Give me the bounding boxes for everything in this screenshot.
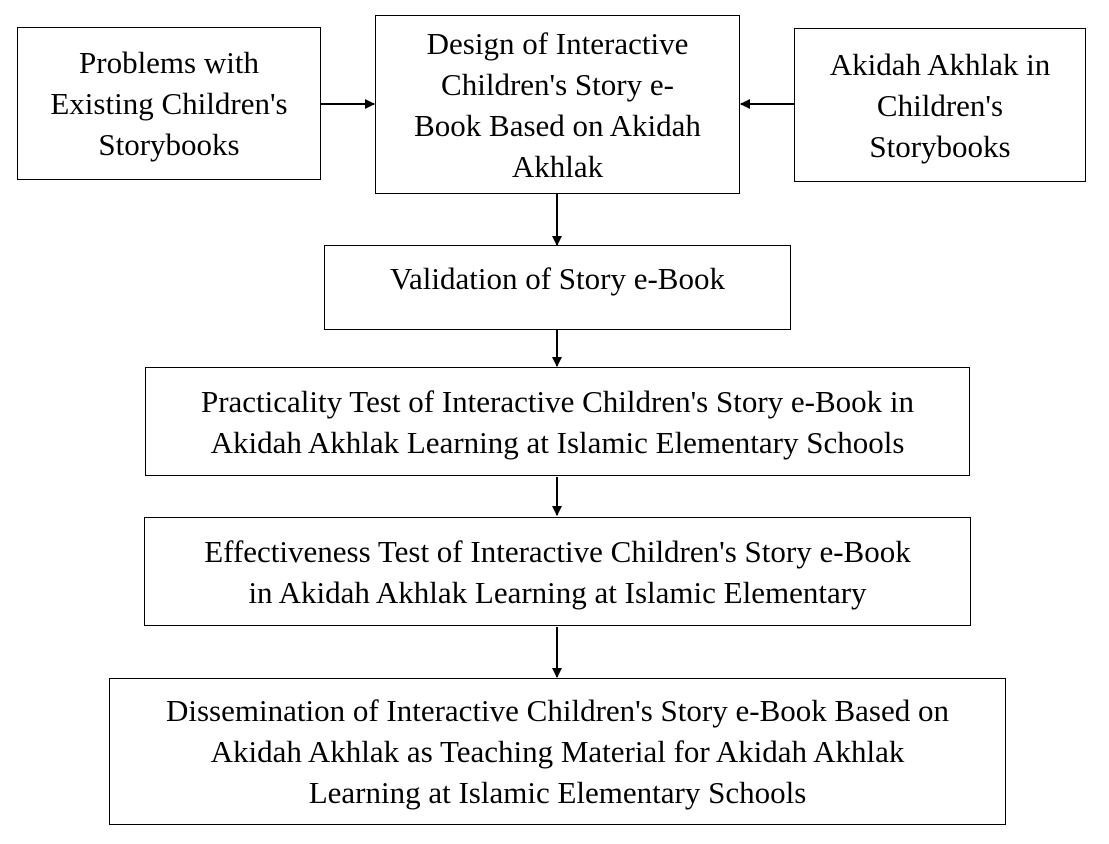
node-design-line-1: Design of Interactive — [426, 25, 689, 61]
node-practicality-line-1: Practicality Test of Interactive Childre… — [200, 383, 915, 419]
node-practicality-line-2: Akidah Akhlak Learning at Islamic Elemen… — [210, 424, 905, 460]
node-dissemination-line-2: Akidah Akhlak as Teaching Material for A… — [210, 734, 905, 769]
node-akidah-akhlak-storybooks: Akidah Akhlak in Children's Storybooks — [794, 28, 1086, 182]
node-effectiveness-line-1: Effectiveness Test of Interactive Childr… — [204, 533, 911, 569]
node-dissemination-line-3: Learning at Islamic Elementary Schools — [308, 775, 807, 810]
node-design-line-3: Book Based on Akidah — [414, 107, 701, 143]
node-dissemination: Dissemination of Interactive Children's … — [109, 678, 1006, 825]
node-effectiveness-line-2: in Akidah Akhlak Learning at Islamic Ele… — [248, 574, 867, 610]
node-design-line-4: Akhlak — [511, 148, 604, 184]
node-practicality-test: Practicality Test of Interactive Childre… — [145, 367, 970, 476]
node-problems-line-1: Problems with — [79, 45, 259, 80]
node-validation: Validation of Story e-Book — [324, 245, 791, 330]
node-validation-line-1: Validation of Story e-Book — [390, 261, 725, 296]
node-problems-line-2: Existing Children's — [50, 86, 288, 121]
node-problems-line-3: Storybooks — [98, 127, 240, 162]
node-design-line-2: Children's Story e- — [441, 66, 674, 102]
node-effectiveness-test: Effectiveness Test of Interactive Childr… — [144, 517, 971, 626]
node-problems-existing-storybooks: Problems with Existing Children's Storyb… — [17, 27, 321, 180]
node-akidah-line-2: Children's — [876, 87, 1004, 123]
node-akidah-line-1: Akidah Akhlak in — [829, 46, 1051, 82]
node-design-interactive-ebook: Design of Interactive Children's Story e… — [375, 15, 740, 194]
node-akidah-line-3: Storybooks — [869, 128, 1011, 164]
node-dissemination-line-1: Dissemination of Interactive Children's … — [165, 693, 950, 728]
